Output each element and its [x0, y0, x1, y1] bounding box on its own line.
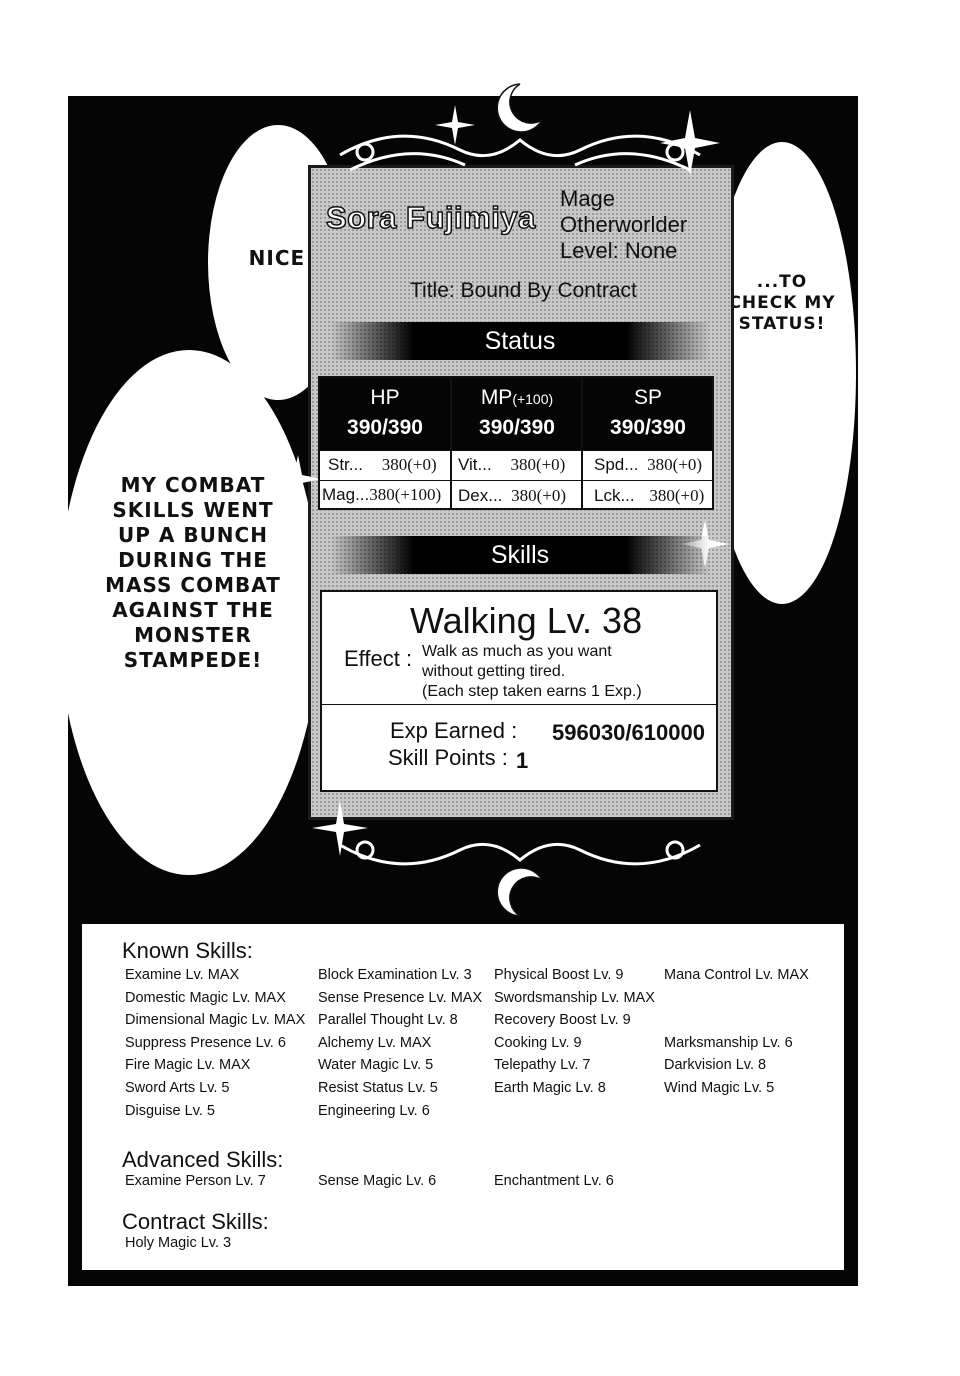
known-skill-item: Swordsmanship Lv. MAX [494, 989, 655, 1006]
advanced-skill-item: Examine Person Lv. 7 [125, 1173, 266, 1189]
known-skill-item: Engineering Lv. 6 [318, 1102, 430, 1119]
known-skill-item: Cooking Lv. 9 [494, 1034, 582, 1051]
row-divider [320, 480, 712, 481]
mp-value: 390/390 [479, 416, 555, 439]
speech-bubble-combat: MY COMBAT SKILLS WENT UP A BUNCH DURING … [58, 350, 320, 875]
exp-label: Exp Earned : [390, 718, 518, 743]
bubble-text: ...TO CHECK MY STATUS! [728, 271, 836, 334]
known-skill-item: Sense Presence Lv. MAX [318, 989, 483, 1006]
character-info: Mage Otherworlder Level: None [560, 186, 687, 264]
sp-stat: SP 390/390 [583, 386, 713, 440]
known-skill-item: Suppress Presence Lv. 6 [125, 1034, 286, 1051]
attr-vit: Vit... 380(+0) [458, 455, 566, 474]
skill-box-divider [322, 704, 716, 705]
known-skill-item: Marksmanship Lv. 6 [664, 1034, 793, 1051]
attr-str: Str... 380(+0) [328, 455, 437, 474]
skill-list-section: Known Skills: Advanced Skills: Contract … [82, 924, 844, 1270]
stats-table: HP 390/390 MP(+100) 390/390 SP 390/390 S… [318, 376, 714, 510]
skill-points-label: Skill Points : [388, 745, 508, 770]
skill-detail-box: Walking Lv. 38 Effect : Walk as much as … [320, 590, 718, 792]
attr-dex: Dex... 380(+0) [458, 486, 567, 505]
known-skill-item: Sword Arts Lv. 5 [125, 1080, 230, 1096]
hp-label: HP [370, 386, 400, 409]
mp-stat: MP(+100) 390/390 [452, 386, 582, 440]
character-title: Title: Bound By Contract [410, 279, 637, 302]
known-skill-item: Recovery Boost Lv. 9 [494, 1012, 631, 1029]
advanced-skill-item: Enchantment Lv. 6 [494, 1173, 614, 1189]
hp-value: 390/390 [347, 416, 423, 439]
known-skill-item: Physical Boost Lv. 9 [494, 967, 624, 983]
sp-label: SP [633, 386, 662, 409]
bubble-text: MY COMBAT SKILLS WENT UP A BUNCH DURING … [105, 472, 281, 672]
known-skills-header: Known Skills: [122, 938, 253, 963]
hp-stat: HP 390/390 [320, 386, 450, 440]
advanced-skills-header: Advanced Skills: [122, 1147, 284, 1172]
class-label: Mage [560, 186, 616, 211]
known-skill-item: Darkvision Lv. 8 [664, 1057, 767, 1074]
bubble-text: NICE! [248, 245, 316, 270]
skill-points-value: 1 [516, 748, 529, 773]
stats-header-row [320, 378, 712, 450]
advanced-skill-item: Sense Magic Lv. 6 [318, 1173, 437, 1189]
race-label: Otherworlder [560, 212, 688, 237]
mp-label: MP [480, 386, 513, 409]
column-divider [450, 378, 452, 508]
known-skill-item: Parallel Thought Lv. 8 [318, 1012, 458, 1029]
skills-header: Skills [490, 540, 550, 569]
known-skill-item: Alchemy Lv. MAX [318, 1034, 432, 1051]
skills-banner: Skills [330, 536, 710, 574]
status-header: Status [484, 326, 556, 355]
effect-text: Walk as much as you want without getting… [422, 643, 642, 700]
known-skill-item: Examine Lv. MAX [125, 967, 240, 983]
contract-skill-item: Holy Magic Lv. 3 [125, 1235, 232, 1251]
sp-value: 390/390 [610, 416, 686, 439]
skill-name: Walking Lv. 38 [410, 600, 643, 641]
known-skill-item: Fire Magic Lv. MAX [125, 1057, 251, 1074]
exp-value: 596030/610000 [552, 720, 705, 745]
status-banner: Status [330, 322, 710, 360]
attr-spd: Spd... 380(+0) [594, 455, 703, 474]
known-skill-item: Earth Magic Lv. 8 [494, 1080, 606, 1096]
attr-mag: Mag...380(+100) [322, 485, 442, 504]
contract-skills-header: Contract Skills: [122, 1209, 269, 1234]
attr-lck: Lck... 380(+0) [594, 486, 705, 505]
level-label: Level: None [560, 238, 678, 263]
known-skill-item: Telepathy Lv. 7 [494, 1057, 591, 1074]
known-skill-item: Disguise Lv. 5 [125, 1102, 215, 1119]
known-skill-item: Domestic Magic Lv. MAX [125, 989, 286, 1006]
effect-label: Effect : [344, 646, 413, 671]
column-divider [581, 378, 583, 508]
character-name: Sora Fujimiya [325, 199, 536, 236]
row-divider [320, 450, 712, 451]
known-skill-item: Block Examination Lv. 3 [318, 967, 472, 983]
known-skill-item: Wind Magic Lv. 5 [664, 1080, 775, 1096]
known-skill-item: Resist Status Lv. 5 [318, 1080, 438, 1096]
known-skill-item: Dimensional Magic Lv. MAX [125, 1012, 306, 1029]
known-skill-item: Water Magic Lv. 5 [318, 1057, 434, 1074]
known-skill-item: Mana Control Lv. MAX [664, 967, 809, 983]
mp-bonus: (+100) [512, 391, 554, 407]
